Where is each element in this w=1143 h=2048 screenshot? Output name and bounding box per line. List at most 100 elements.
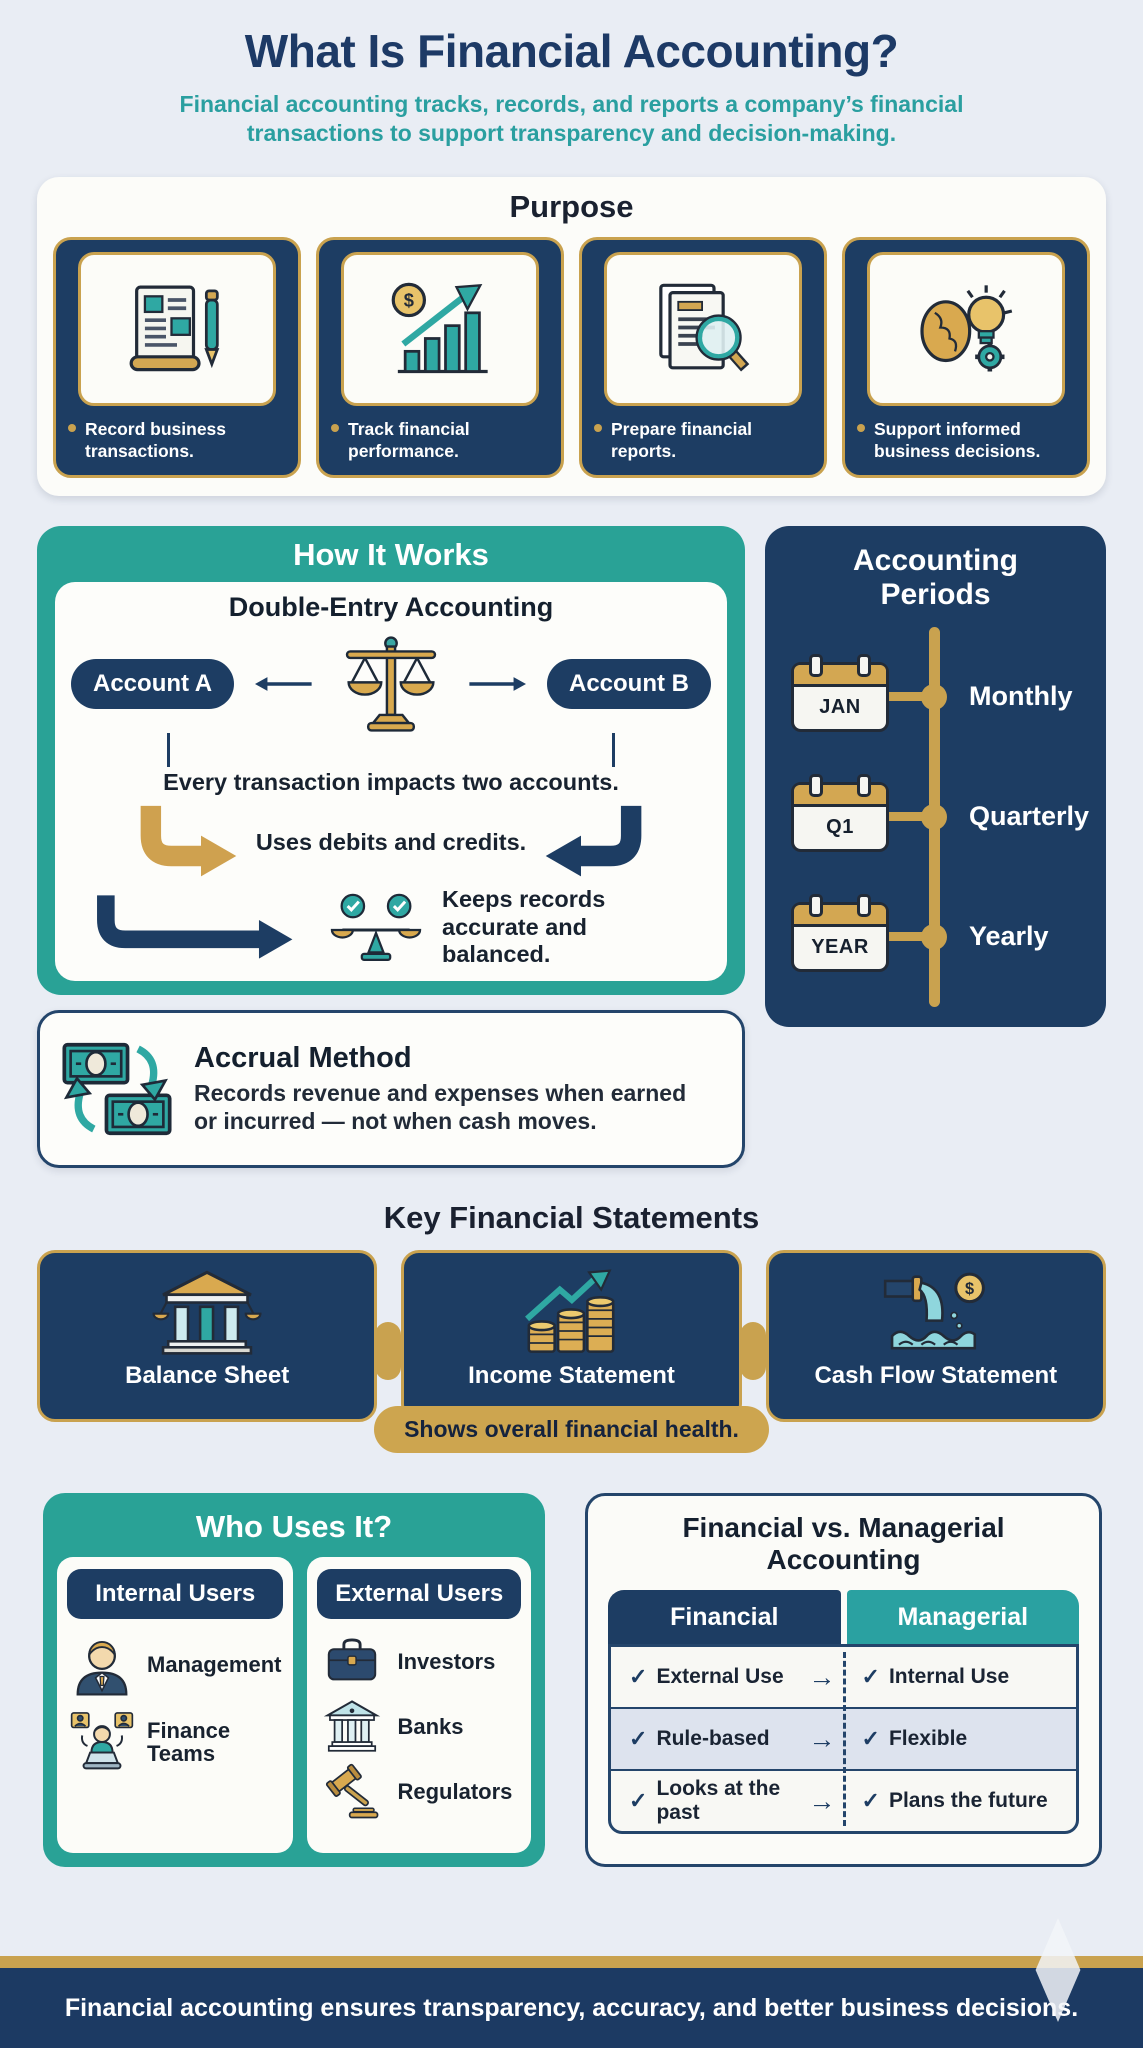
arrow-right-icon: → xyxy=(808,1661,836,1692)
bullet-dot xyxy=(331,424,339,433)
connector-line xyxy=(612,732,615,767)
balanced-checks-icon xyxy=(330,894,422,962)
user-icon-wrap xyxy=(319,1698,385,1756)
connector-line xyxy=(167,732,170,767)
financial-cell: ✓ Rule-based → xyxy=(611,1709,844,1769)
svg-text:$: $ xyxy=(965,1280,974,1298)
gavel-icon xyxy=(326,1763,379,1819)
timeline-connector xyxy=(889,812,923,822)
navy-long-elbow-arrow-icon xyxy=(97,895,293,960)
icon-tile: $ xyxy=(341,252,539,407)
how-it-works-heading: How It Works xyxy=(293,536,489,572)
statement-label: Balance Sheet xyxy=(125,1361,290,1389)
cell-label: External Use xyxy=(656,1665,784,1689)
period-row-yearly: YEAR Yearly xyxy=(783,887,1092,987)
comparison-column-headers: Financial Managerial xyxy=(608,1590,1079,1645)
how-it-works-section: How It Works Double-Entry Accounting Acc… xyxy=(37,525,745,995)
calendar-ring xyxy=(857,653,871,677)
user-label: Management xyxy=(147,1652,282,1678)
statements-grid: Balance Sheet xyxy=(37,1249,1106,1422)
managerial-cell: ✓ Internal Use xyxy=(844,1647,1077,1707)
footer: Financial accounting ensures transparenc… xyxy=(0,1956,1143,2048)
user-row-investors: Investors xyxy=(319,1633,519,1691)
report-magnifier-icon xyxy=(659,283,750,372)
briefcase-icon xyxy=(328,1638,377,1681)
managerial-cell: ✓ Flexible xyxy=(844,1709,1077,1769)
connector-oval xyxy=(740,1322,766,1381)
step-balanced-label: Keeps records accurate and balanced. xyxy=(442,885,606,968)
period-row-monthly: JAN Monthly xyxy=(783,647,1092,747)
period-label: Quarterly xyxy=(969,801,1090,832)
financial-column-header: Financial xyxy=(608,1590,841,1645)
statement-label: Income Statement xyxy=(468,1361,675,1389)
icon-tile xyxy=(604,252,802,407)
financial-health-note: Shows overall financial health. xyxy=(374,1405,769,1453)
ledger-pen-icon xyxy=(129,285,220,371)
bottom-row: Who Uses It? Internal Users xyxy=(43,1492,1102,1867)
double-entry-diagram: Account A xyxy=(71,629,711,739)
user-row-regulators: Regulators xyxy=(319,1763,519,1821)
footer-gold-stripe xyxy=(0,1956,1143,1968)
accrual-method-box: Accrual Method Records revenue and expen… xyxy=(37,1009,745,1168)
accrual-description: Records revenue and expenses when earned… xyxy=(194,1080,687,1135)
purpose-item-label: Record business transactions. xyxy=(85,419,227,462)
purpose-item-label: Support informed business decisions. xyxy=(874,419,1041,462)
cash-flow-card: $ Cash Flow Statement xyxy=(765,1249,1106,1422)
comparison-row-use: ✓ External Use → ✓ Internal Use xyxy=(611,1647,1076,1707)
check-icon: ✓ xyxy=(629,1726,648,1752)
icon-tile xyxy=(78,252,276,407)
bank-building-icon xyxy=(152,1270,262,1355)
who-uses-it-heading: Who Uses It? xyxy=(195,1508,393,1544)
calendar-ring xyxy=(809,773,823,797)
accounting-periods-heading: Accounting Periods xyxy=(853,543,1018,612)
who-uses-it-section: Who Uses It? Internal Users xyxy=(43,1492,545,1867)
calendar-year-icon: YEAR xyxy=(791,893,889,972)
calendar-ring xyxy=(857,773,871,797)
managerial-cell: ✓ Plans the future xyxy=(844,1771,1077,1831)
middle-row: How It Works Double-Entry Accounting Acc… xyxy=(37,525,1106,1168)
timeline-dot xyxy=(921,803,947,830)
svg-text:$: $ xyxy=(404,289,414,310)
balance-scale-icon xyxy=(345,636,436,732)
calendar-label: JAN xyxy=(819,696,861,719)
statement-icon-wrap: $ xyxy=(880,1263,992,1361)
arrow-right-icon xyxy=(469,676,527,691)
check-icon: ✓ xyxy=(861,1664,880,1690)
purpose-item-text: Prepare financial reports. xyxy=(592,418,814,463)
purpose-item-text: Support informed business decisions. xyxy=(855,418,1077,463)
user-row-banks: Banks xyxy=(319,1698,519,1756)
calendar-ring xyxy=(857,893,871,917)
external-users-header: External Users xyxy=(317,1568,521,1619)
arrow-right-icon: → xyxy=(808,1723,836,1754)
check-icon: ✓ xyxy=(629,1788,648,1814)
brain-idea-icon xyxy=(920,285,1013,372)
comparison-heading: Financial vs. Managerial Accounting xyxy=(682,1511,1005,1576)
cash-flow-icon: $ xyxy=(883,1272,985,1350)
calendar-label: YEAR xyxy=(811,936,869,959)
purpose-card-record: Record business transactions. xyxy=(53,237,301,478)
how-it-works-column: How It Works Double-Entry Accounting Acc… xyxy=(37,525,745,1168)
page-title: What Is Financial Accounting? xyxy=(244,25,899,77)
arrow-right-icon: → xyxy=(808,1785,836,1816)
income-statement-card: Income Statement xyxy=(401,1249,742,1422)
user-label: Banks xyxy=(397,1714,464,1740)
finance-team-icon xyxy=(70,1712,134,1770)
calendar-label: Q1 xyxy=(826,816,854,839)
gold-elbow-arrow-icon xyxy=(140,805,237,877)
user-icon-wrap xyxy=(319,1633,385,1691)
comparison-table: ✓ External Use → ✓ Internal Use ✓ xyxy=(608,1644,1079,1835)
purpose-card-track: $ Track financial performance. xyxy=(316,237,564,478)
bank-icon xyxy=(324,1700,381,1752)
step-two-accounts: Every transaction impacts two accounts. xyxy=(163,768,619,795)
check-icon: ✓ xyxy=(861,1726,880,1752)
double-entry-heading: Double-Entry Accounting xyxy=(228,591,554,622)
user-icon-wrap xyxy=(319,1763,385,1821)
financial-cell: ✓ Looks at the past → xyxy=(611,1771,844,1831)
accounting-periods-section: Accounting Periods JAN Monthly xyxy=(765,525,1106,1027)
period-row-quarterly: Q1 Quarterly xyxy=(783,767,1092,867)
coins-growth-icon xyxy=(525,1269,615,1353)
navy-elbow-arrow-icon xyxy=(545,805,642,877)
cell-label: Internal Use xyxy=(888,1665,1010,1689)
bullet-dot xyxy=(68,424,76,433)
